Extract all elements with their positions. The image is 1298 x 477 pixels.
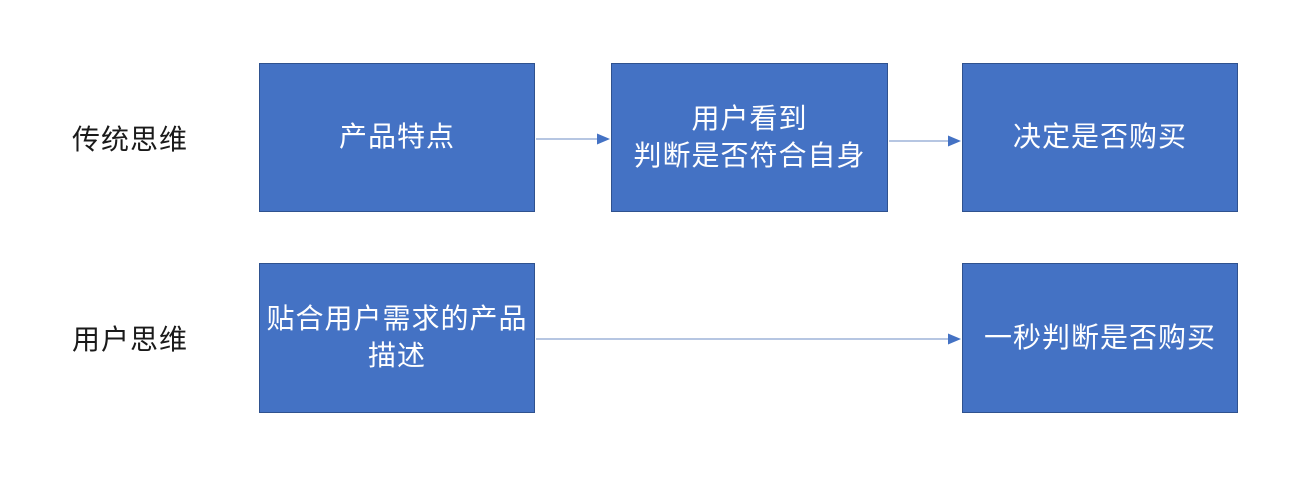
flow-box-one-second-buy-decision: 一秒判断是否购买: [962, 263, 1238, 413]
row-label-user-thinking: 用户思维: [72, 324, 189, 355]
flow-box-user-sees-judges-fit: 用户看到 判断是否符合自身: [611, 63, 888, 212]
flow-box-decide-to-buy: 决定是否购买: [962, 63, 1238, 212]
flow-box-product-features: 产品特点: [259, 63, 535, 212]
row-label-traditional-thinking: 传统思维: [72, 123, 189, 155]
flow-box-user-need-product-description: 贴合用户需求的产品 描述: [259, 263, 535, 413]
